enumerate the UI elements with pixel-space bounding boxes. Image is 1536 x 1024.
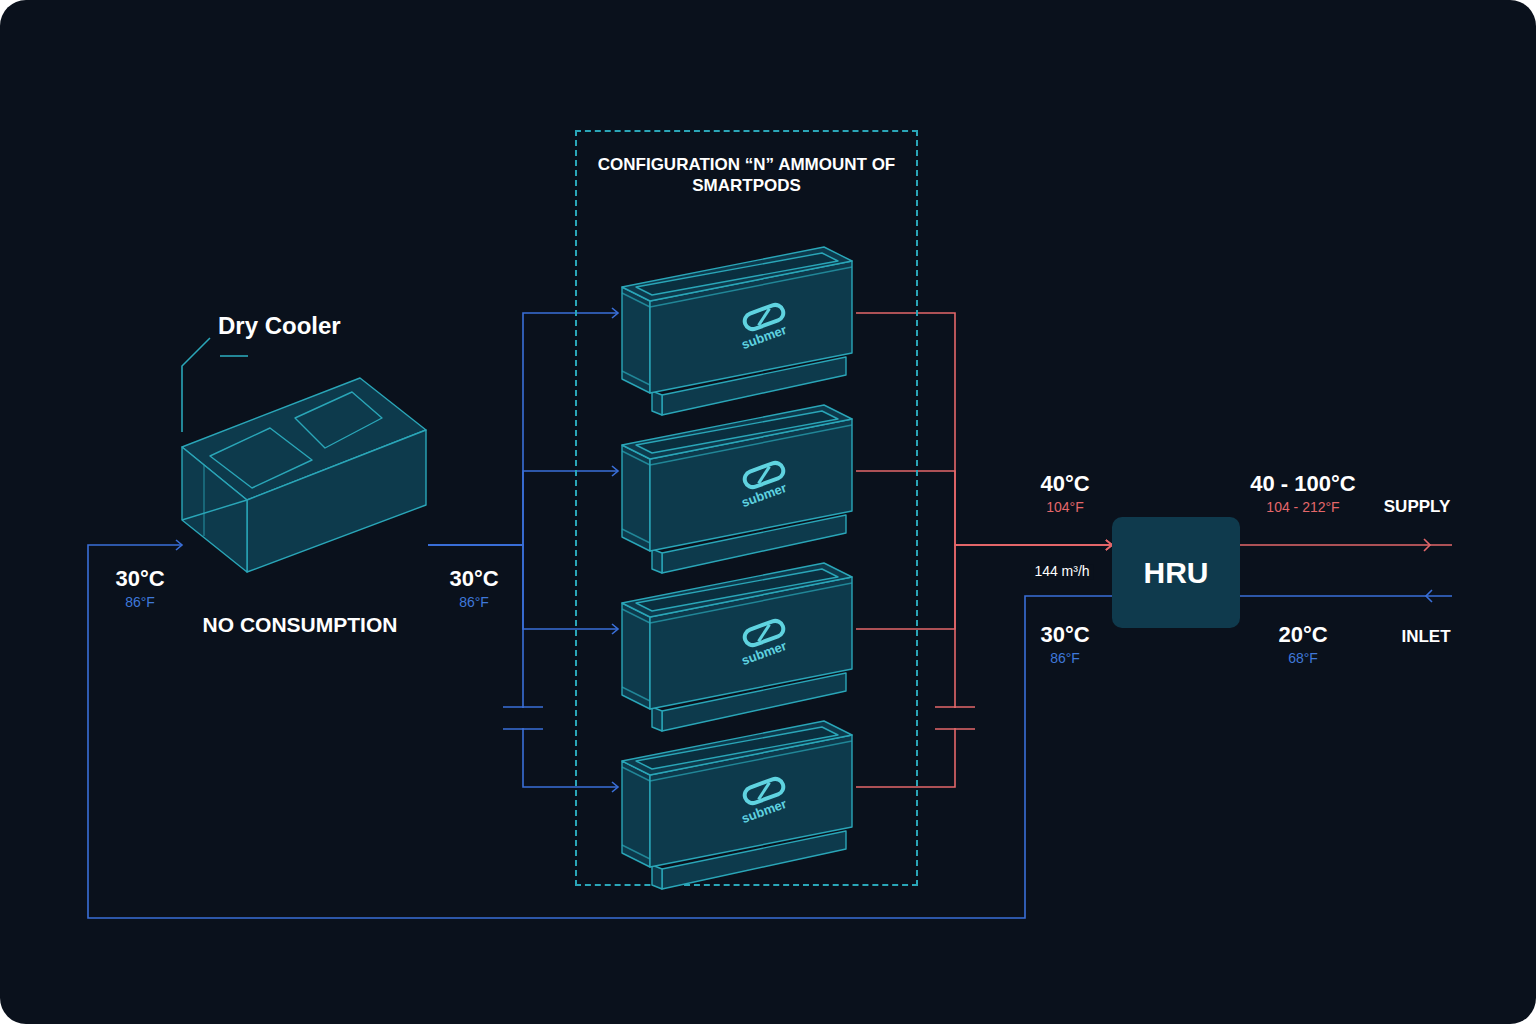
box-label: HRU [1144,556,1209,590]
leader-underline [220,355,248,357]
pipe-connector [428,313,618,545]
smartpod: submer [618,245,856,425]
flow-rate: 144 m³/h [1030,564,1093,579]
group-heading: CONFIGURATION “N” AMMOUNT OF SMARTPODS [593,154,900,197]
temperature: 40°C [1040,472,1089,496]
callout-label: Dry Cooler [218,312,341,340]
smartpod-illustration [618,561,856,741]
smartpod: submer [618,561,856,741]
temperature: 30°C [449,567,498,591]
pipe-connector [856,471,1112,545]
valve-bar [935,706,975,708]
note: NO CONSUMPTION [203,613,398,636]
leader-line [182,338,210,432]
smartpod-illustration [618,245,856,425]
inlet-line [1240,595,1452,597]
temperature-f: 86°F [125,595,155,610]
temperature-f: 104°F [1046,500,1084,515]
smartpod-illustration [618,403,856,583]
smartpod-illustration [618,719,856,899]
temperature-f: 68°F [1288,651,1318,666]
line-gap [518,708,528,728]
pipe-connector [856,313,1112,545]
temperature-f: 104 - 212°F [1266,500,1339,515]
smartpod-group: CONFIGURATION “N” AMMOUNT OF SMARTPODS su… [575,130,918,886]
valve-bar [503,728,543,730]
supply-arrow [1424,539,1430,551]
smartpod: submer [618,719,856,899]
dry-cooler-illustration [182,378,428,574]
temperature-f: 86°F [1050,651,1080,666]
port-label: SUPPLY [1384,498,1450,517]
line-gap [950,708,960,728]
smartpod: submer [618,403,856,583]
temperature: 30°C [115,567,164,591]
port-label: INLET [1401,628,1450,647]
supply-line [1240,544,1452,546]
pipe-connector [856,545,1112,787]
valve-bar [935,728,975,730]
pipe-connector [88,545,1112,918]
valve-bar [503,706,543,708]
pipe-connector [856,545,1112,629]
pipe-connector [428,471,618,545]
pipe-connector [428,545,618,787]
temperature: 40 - 100°C [1250,472,1355,496]
temperature: 20°C [1278,623,1327,647]
hru-box: HRU [1112,517,1240,628]
dry-cooler: Dry Cooler [182,378,428,574]
temperature: 30°C [1040,623,1089,647]
inlet-arrow [1426,590,1432,602]
temperature-f: 86°F [459,595,489,610]
